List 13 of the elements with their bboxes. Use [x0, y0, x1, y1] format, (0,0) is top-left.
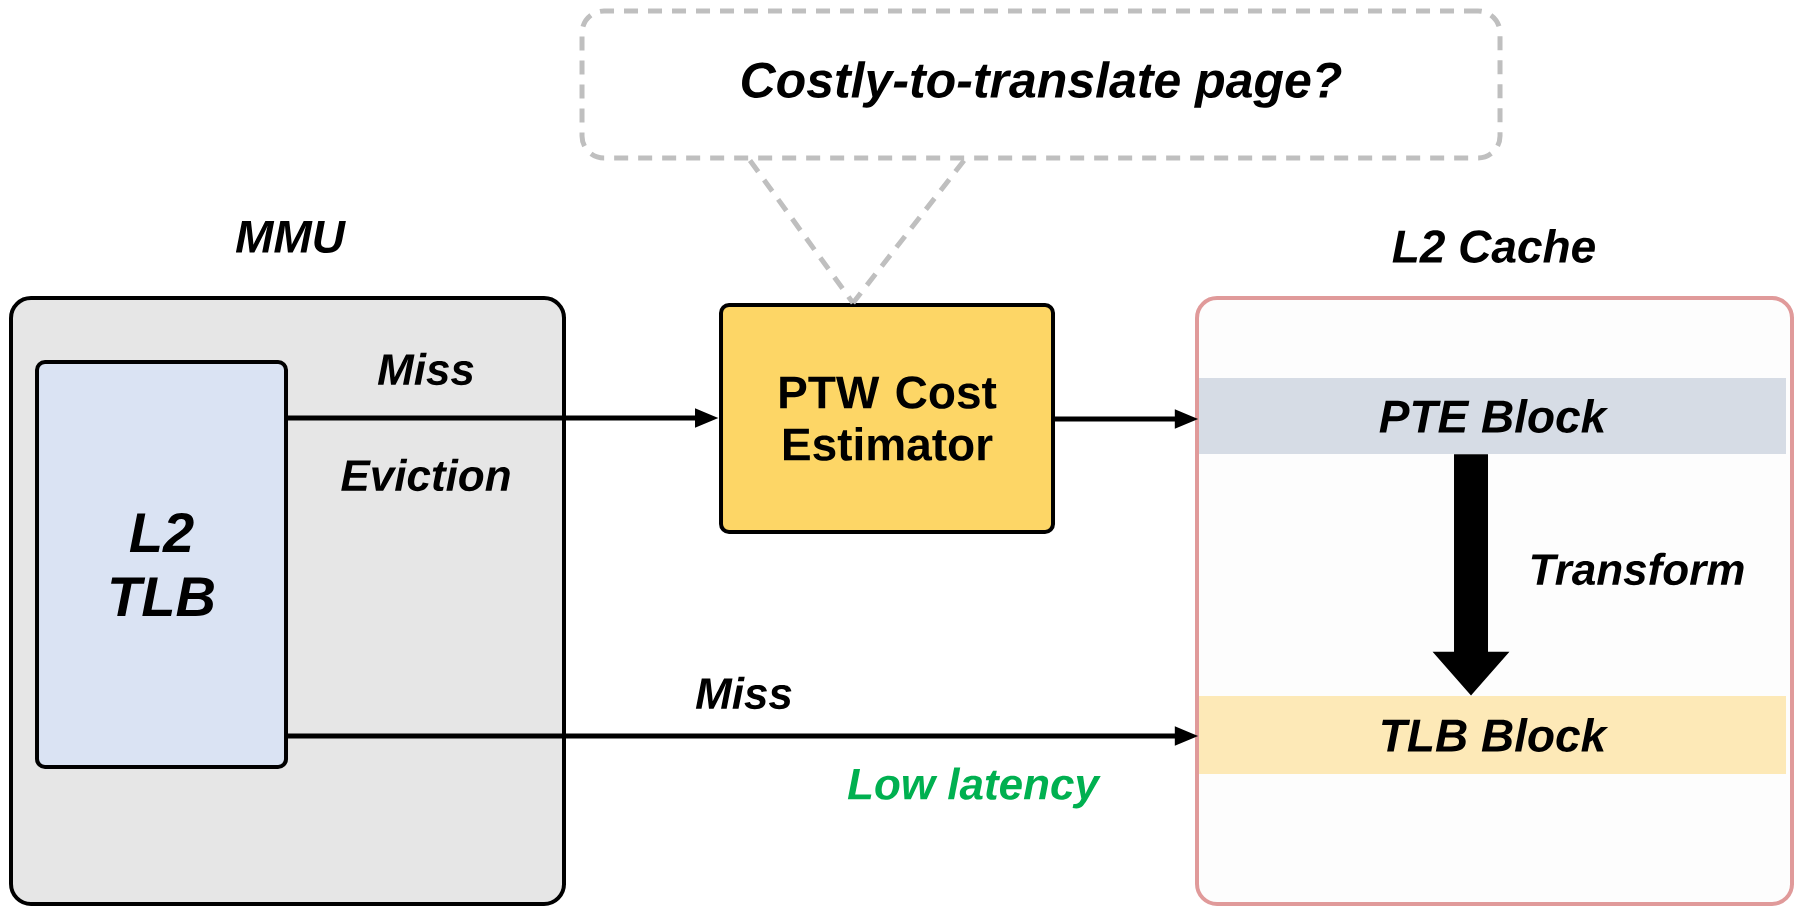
group-heading: L2 Cache: [1392, 229, 1595, 263]
text-label: Low latency: [847, 767, 1101, 809]
speech-bubble: Costly-to-translate page?: [579, 8, 1503, 161]
component-box: L2 TLB: [35, 360, 288, 769]
callout-tail: [747, 158, 967, 306]
block-band: TLB Block: [1199, 696, 1786, 774]
edge-label: Miss: [695, 676, 792, 710]
group-heading: MMU: [235, 220, 346, 254]
edge-label: Miss: [377, 352, 474, 386]
process-box: PTW Cost Estimator: [719, 303, 1055, 534]
edge-label: Transform: [1531, 552, 1744, 586]
block-band: PTE Block: [1199, 378, 1786, 454]
text-label: Eviction: [341, 458, 510, 492]
